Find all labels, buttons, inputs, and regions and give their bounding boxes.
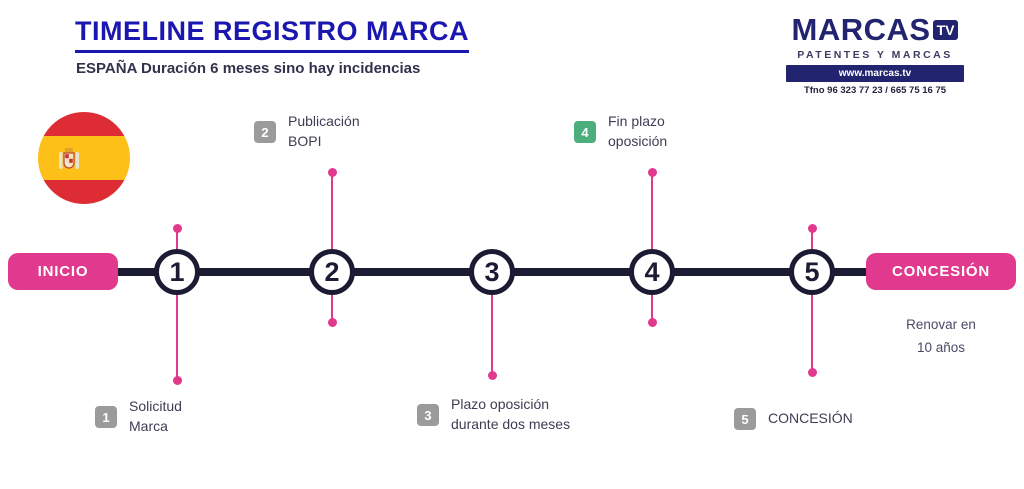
milestone-number-badge: 1 bbox=[95, 406, 117, 428]
logo-website: www.marcas.tv bbox=[838, 68, 912, 79]
milestone-publicacion-bopi: 2 Publicación BOPI bbox=[254, 112, 360, 152]
connector-dot-step5-bottom bbox=[807, 368, 817, 377]
step-circle-2: 2 bbox=[309, 249, 355, 295]
renewal-note-line1: Renovar en bbox=[906, 317, 976, 332]
milestone-label-line2: oposición bbox=[608, 133, 668, 149]
end-badge: CONCESIÓN bbox=[866, 253, 1016, 290]
milestone-label-line2: Marca bbox=[129, 418, 168, 434]
connector-dot-step1-top bbox=[172, 224, 182, 233]
step-circle-4: 4 bbox=[629, 249, 675, 295]
connector-dot-step2-top bbox=[327, 168, 337, 177]
step-circle-1: 1 bbox=[154, 249, 200, 295]
start-badge: INICIO bbox=[8, 253, 118, 290]
logo-tagline: PATENTES Y MARCAS bbox=[797, 49, 953, 61]
milestone-label-line2: BOPI bbox=[288, 133, 322, 149]
connector-dot-step2-bottom bbox=[327, 318, 337, 327]
milestone-label-line1: Publicación bbox=[288, 113, 360, 130]
connector-line-step2 bbox=[331, 172, 333, 322]
milestone-number-badge: 2 bbox=[254, 121, 276, 143]
step-circle-3: 3 bbox=[469, 249, 515, 295]
connector-line-step5 bbox=[811, 228, 813, 372]
step-circle-5: 5 bbox=[789, 249, 835, 295]
milestone-label-line1: Solicitud bbox=[129, 398, 182, 415]
milestone-label-line1: CONCESIÓN bbox=[768, 410, 853, 427]
milestone-label: Plazo oposición durante dos meses bbox=[451, 395, 570, 434]
milestone-label: CONCESIÓN bbox=[768, 409, 853, 429]
milestone-solicitud-marca: 1 Solicitud Marca bbox=[95, 396, 182, 438]
logo-wordmark-row: MARCAS TV bbox=[786, 12, 964, 48]
connector-line-step4 bbox=[651, 172, 653, 322]
connector-line-step1 bbox=[176, 228, 178, 380]
logo-tv-badge: TV bbox=[932, 20, 959, 40]
milestone-label-line1: Plazo oposición bbox=[451, 396, 550, 413]
milestone-number-badge: 3 bbox=[417, 404, 439, 426]
connector-dot-step1-bottom bbox=[172, 376, 182, 385]
flag-red-band-top bbox=[38, 112, 130, 136]
milestone-concesion: 5 CONCESIÓN bbox=[734, 406, 853, 432]
renewal-note-line2: 10 años bbox=[916, 339, 966, 355]
renewal-note: Renovar en 10 años bbox=[866, 314, 1016, 360]
milestone-label: Publicación BOPI bbox=[288, 112, 360, 151]
milestone-label-line1: Fin plazo bbox=[608, 113, 665, 130]
logo-wordmark: MARCAS bbox=[791, 12, 931, 47]
flag-coat-of-arms-icon bbox=[59, 148, 79, 169]
connector-dot-step4-bottom bbox=[647, 318, 657, 327]
page-subtitle: ESPAÑA Duración 6 meses sino hay inciden… bbox=[76, 60, 421, 77]
logo-phone: Tfno 96 323 77 23 / 665 75 16 75 bbox=[803, 85, 947, 96]
connector-dot-step4-top bbox=[647, 168, 657, 177]
logo-website-bar: www.marcas.tv bbox=[786, 65, 964, 82]
milestone-label: Solicitud Marca bbox=[129, 397, 182, 436]
connector-dot-step3-bottom bbox=[487, 371, 497, 380]
milestone-fin-plazo-oposicion: 4 Fin plazo oposición bbox=[574, 112, 667, 152]
spain-flag-icon bbox=[38, 112, 130, 204]
milestone-label-line2: durante dos meses bbox=[451, 416, 571, 432]
milestone-number-badge: 5 bbox=[734, 408, 756, 430]
page-title: TIMELINE REGISTRO MARCA bbox=[75, 16, 469, 53]
brand-logo: MARCAS TV PATENTES Y MARCAS www.marcas.t… bbox=[786, 12, 964, 96]
connector-line-step3 bbox=[491, 272, 493, 375]
milestone-number-badge: 4 bbox=[574, 121, 596, 143]
milestone-plazo-oposicion: 3 Plazo oposición durante dos meses bbox=[417, 394, 570, 436]
connector-dot-step5-top bbox=[807, 224, 817, 233]
flag-yellow-band bbox=[38, 135, 130, 181]
flag-red-band-bottom bbox=[38, 180, 130, 204]
milestone-label: Fin plazo oposición bbox=[608, 112, 667, 151]
